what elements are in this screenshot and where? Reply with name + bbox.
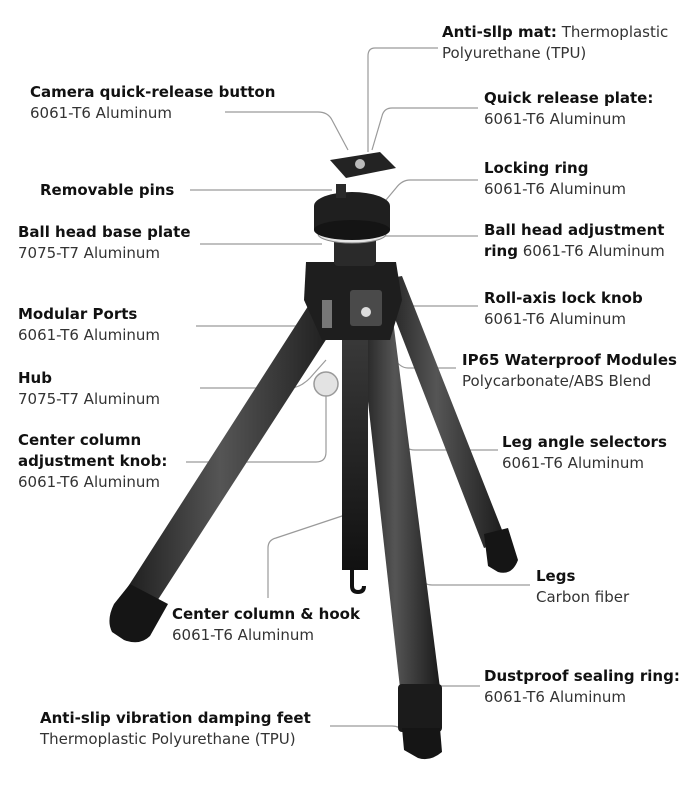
leader-camera-button: [225, 111, 349, 151]
center-knob-name-a: Center column: [18, 431, 142, 449]
camera-button-name: Camera quick-release button: [30, 83, 276, 101]
center-column: [342, 330, 368, 595]
ip65-value: Polycarbonate/ABS Blend: [462, 372, 652, 390]
quick-release-plate-name: Quick release plate:: [484, 89, 654, 107]
anti-slip-mat-name: Anti-sllp mat:: [442, 23, 557, 41]
hub-name: Hub: [18, 369, 52, 387]
modular-ports-name: Modular Ports: [18, 305, 138, 323]
label-removable-pins: Removable pins: [40, 180, 174, 201]
anti-slip-mat-value-a: Thermoplastic: [561, 23, 669, 41]
label-ball-head-ring: Ball head adjustment ring 6061-T6 Alumin…: [484, 220, 665, 262]
center-hook: [350, 570, 366, 595]
quick-release-plate: [330, 152, 396, 178]
label-anti-slip-mat: Anti-sllp mat: Thermoplastic Polyurethan…: [442, 22, 668, 64]
right-leg: [358, 312, 440, 688]
label-hub: Hub 7075-T7 Aluminum: [18, 368, 160, 410]
label-ball-head-base: Ball head base plate 7075-T7 Aluminum: [18, 222, 191, 264]
ball-head-ring-name-b: ring: [484, 242, 518, 260]
ip65-name: IP65 Waterproof Modules: [462, 351, 677, 369]
ball-head-ring-name-a: Ball head adjustment: [484, 221, 665, 239]
label-locking-ring: Locking ring 6061-T6 Aluminum: [484, 158, 626, 200]
anti-slip-mat-value-b: Polyurethane (TPU): [442, 44, 587, 62]
locking-ring-value: 6061-T6 Aluminum: [484, 180, 627, 198]
leg-angle-value: 6061-T6 Aluminum: [502, 454, 645, 472]
back-leg: [380, 276, 506, 548]
removable-pin: [336, 184, 346, 198]
feet-value: Thermoplastic Polyurethane (TPU): [40, 730, 296, 748]
back-foot: [484, 528, 518, 573]
ball-head: [314, 184, 390, 266]
label-feet: Anti-slip vibration damping feet Thermop…: [40, 708, 311, 750]
ball-head-ring-value: 6061-T6 Aluminum: [522, 242, 665, 260]
ball-head-base-name: Ball head base plate: [18, 223, 191, 241]
label-roll-axis: Roll-axis lock knob 6061-T6 Aluminum: [484, 288, 643, 330]
dustproof-name: Dustproof sealing ring:: [484, 667, 680, 685]
center-column-name: Center column & hook: [172, 605, 360, 623]
dustproof-value: 6061-T6 Aluminum: [484, 688, 627, 706]
roll-axis-value: 6061-T6 Aluminum: [484, 310, 627, 328]
modular-port: [322, 300, 332, 328]
legs-value: Carbon fiber: [536, 588, 630, 606]
feet-name: Anti-slip vibration damping feet: [40, 709, 311, 727]
center-knob-name-b: adjustment knob:: [18, 452, 168, 470]
leader-anti-slip-mat: [367, 47, 438, 152]
label-center-knob: Center column adjustment knob: 6061-T6 A…: [18, 430, 167, 493]
leader-center-knob: [186, 394, 327, 463]
right-foot: [402, 728, 442, 760]
hub: [304, 262, 402, 340]
leg-angle-name: Leg angle selectors: [502, 433, 667, 451]
modular-ports-value: 6061-T6 Aluminum: [18, 326, 161, 344]
hub-value: 7075-T7 Aluminum: [18, 390, 161, 408]
leader-feet: [330, 725, 411, 743]
roll-axis-name: Roll-axis lock knob: [484, 289, 643, 307]
left-leg: [122, 300, 340, 612]
label-modular-ports: Modular Ports 6061-T6 Aluminum: [18, 304, 160, 346]
leader-locking-ring: [385, 179, 478, 201]
label-leg-angle: Leg angle selectors 6061-T6 Aluminum: [502, 432, 667, 474]
right-foot-rings: [398, 684, 442, 732]
legs-name: Legs: [536, 567, 576, 585]
tripod-legs: [122, 276, 506, 688]
label-dustproof: Dustproof sealing ring: 6061-T6 Aluminum: [484, 666, 680, 708]
left-foot: [109, 584, 168, 643]
label-ip65: IP65 Waterproof Modules Polycarbonate/AB…: [462, 350, 677, 392]
center-knob-value: 6061-T6 Aluminum: [18, 473, 161, 491]
ball-head-base-value: 7075-T7 Aluminum: [18, 244, 161, 262]
removable-pins-name: Removable pins: [40, 181, 175, 199]
camera-button-value: 6061-T6 Aluminum: [30, 104, 173, 122]
center-knob: [313, 371, 339, 397]
quick-release-plate-value: 6061-T6 Aluminum: [484, 110, 627, 128]
center-column-value: 6061-T6 Aluminum: [172, 626, 315, 644]
label-legs: Legs Carbon fiber: [536, 566, 629, 608]
leader-quick-release-plate: [371, 107, 478, 151]
label-center-column: Center column & hook 6061-T6 Aluminum: [172, 604, 360, 646]
label-quick-release-plate: Quick release plate: 6061-T6 Aluminum: [484, 88, 653, 130]
locking-ring-name: Locking ring: [484, 159, 589, 177]
leader-center-column: [267, 511, 355, 598]
label-camera-button: Camera quick-release button 6061-T6 Alum…: [30, 82, 275, 124]
tripod-feet: [109, 528, 518, 760]
